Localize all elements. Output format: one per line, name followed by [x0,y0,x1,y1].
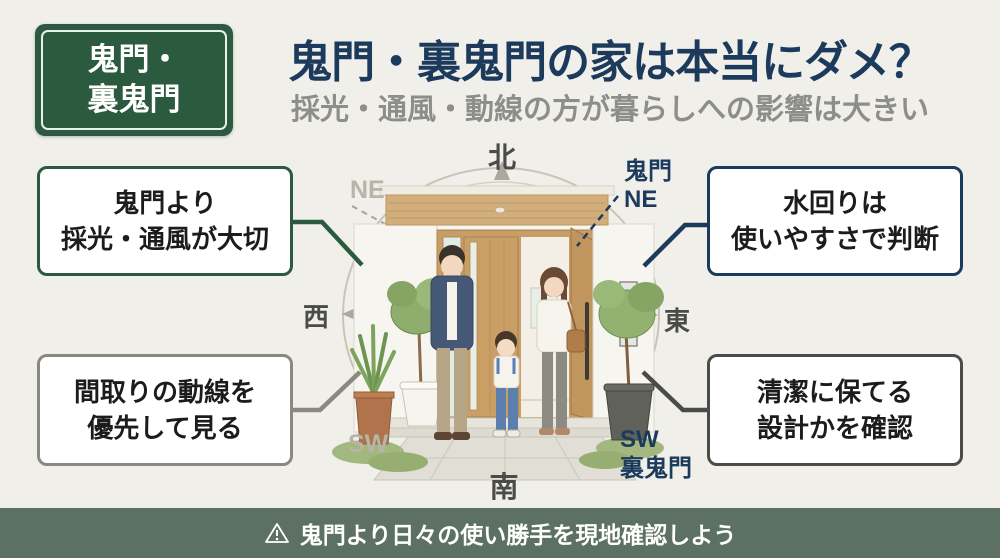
page-subtitle: 採光・通風・動線の方が暮らしへの影響は大きい [290,94,929,126]
warning-triangle-icon [264,521,290,545]
callout-top-left: 鬼門より 採光・通風が大切 [37,166,293,276]
ura-kimon-text: 裏鬼門 [620,454,692,482]
callout-bottom-right-line2: 設計かを確認 [756,413,913,443]
footer-bar: 鬼門より日々の使い勝手を現地確認しよう [0,508,1000,558]
ceiling-light [494,206,506,214]
connector-top-left [293,219,364,267]
family-figures [430,245,586,440]
kimon-label-dir: NE [624,185,658,213]
compass-label-west: 西 [303,302,330,332]
callout-bottom-right-line1: 清潔に保てる [756,376,913,407]
kimon-dashed-line [576,195,619,247]
badge-line1: 鬼門・ [87,42,181,78]
kimon-label: 鬼門 NE [624,158,672,213]
house-entrance [332,185,664,481]
door-handle [585,302,589,380]
compass-label-north: 北 [487,142,516,173]
footer-text: 鬼門より日々の使い勝手を現地確認しよう [299,522,737,548]
callout-top-right: 水回りは 使いやすさで判断 [707,166,963,276]
page-title: 鬼門・裏鬼門の家は本当にダメ？ [288,38,933,87]
compass-label-east: 東 [664,306,691,336]
compass-label-ne: NE [350,176,385,204]
title-badge: 鬼門・ 裏鬼門 [35,24,233,136]
callout-bottom-right: 清潔に保てる 設計かを確認 [707,354,963,466]
compass-label-sw: SW [348,430,389,458]
connector-bottom-right [641,370,707,413]
grass [332,437,664,472]
callout-top-left-line2: 採光・通風が大切 [60,224,269,254]
callout-connectors [293,219,707,413]
callout-bottom-left: 間取りの動線を 優先して見る [37,354,293,466]
callout-top-right-line1: 水回りは [782,187,887,218]
badge-line2: 裏鬼門 [87,82,181,117]
connector-top-right [642,222,707,268]
callout-top-right-line2: 使いやすさで判断 [730,224,939,254]
potted-plants [350,278,664,445]
callout-bottom-left-line1: 間取りの動線を [73,376,256,407]
kimon-label-text: 鬼門 [624,158,672,185]
callout-bottom-left-line2: 優先して見る [87,413,243,443]
ura-kimon-label: SW 裏鬼門 [620,426,692,484]
callout-top-left-line1: 鬼門より [113,187,217,218]
north-pointer-icon [494,161,510,180]
ura-kimon-dir: SW [620,426,659,453]
connector-bottom-left [293,370,362,413]
compass-label-south: 南 [489,472,519,504]
